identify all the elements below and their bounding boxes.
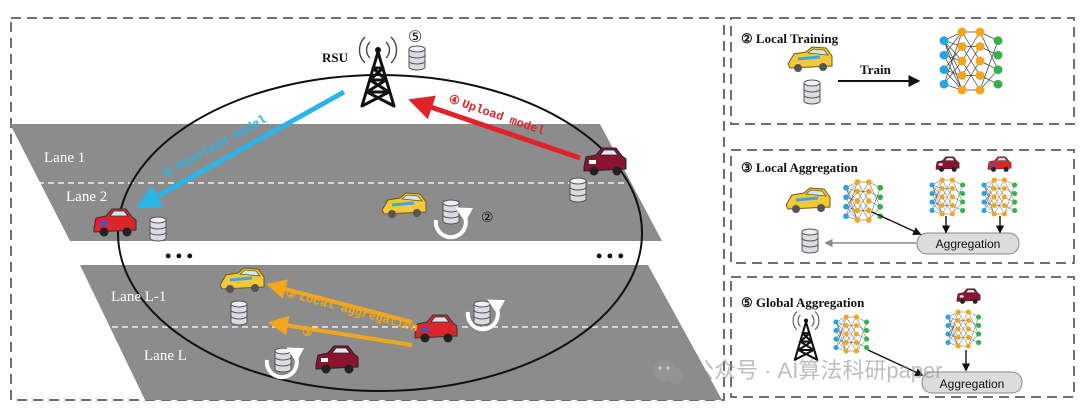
global-aggregation-box-label: Aggregation	[940, 377, 1005, 391]
global-car-icon	[956, 288, 981, 305]
rsu-step-badge: ⑤	[408, 29, 422, 46]
global-model-neural-net-icon	[833, 314, 870, 354]
rear-vehicle-database-icon	[274, 347, 292, 373]
neighbor-car-2-icon	[987, 156, 1012, 173]
local-aggregation-car-icon	[784, 186, 832, 215]
local-aggregation-database-icon	[801, 228, 819, 254]
sending-vehicle-database-icon	[473, 300, 491, 326]
local-aggregation-panel	[730, 149, 1075, 264]
upload-step-badge: ④	[447, 93, 462, 110]
local-training-neural-net-icon	[938, 26, 1004, 96]
upload-model-arrow	[408, 95, 581, 161]
vehicle-model-neural-net-icon	[945, 309, 982, 349]
v2v-arrow	[268, 315, 413, 347]
rsu-database-icon	[408, 45, 426, 71]
global-rsu-tower-icon	[791, 310, 821, 361]
watermark-text: 公众号 · AI算法科研paper	[692, 358, 943, 383]
watermark: 公众号 · AI算法科研paper	[653, 358, 943, 384]
local-aggregation-arrow	[266, 279, 413, 324]
local-aggregation-step-badge: ③	[284, 286, 298, 302]
lane-1-label: Lane 1	[44, 150, 85, 166]
local-aggregation-title: ③ Local Aggregation	[741, 160, 859, 175]
train-label: Train	[860, 62, 892, 77]
download-model-arrow	[135, 89, 346, 209]
lane-l-label: Lane L	[144, 348, 187, 364]
local-training-database-icon	[803, 79, 821, 105]
local-aggregation-box-label: Aggregation	[936, 237, 1001, 251]
global-aggregation-title: ⑤ Global Aggregation	[741, 295, 865, 310]
local-aggregation-box	[916, 232, 1020, 255]
rsu-tower-icon	[357, 35, 399, 108]
uploading-vehicle-database-icon	[569, 177, 587, 203]
neighbor-model-2-neural-net-icon	[981, 177, 1018, 217]
lane-l-1-label: Lane L-1	[111, 289, 166, 305]
lane-2-label: Lane 2	[66, 189, 107, 205]
lane-ellipsis-right: • • •	[596, 246, 624, 266]
local-training-car-icon	[786, 45, 834, 74]
aggregating-vehicle-database-icon	[230, 300, 248, 326]
neighbor-model-1-neural-net-icon	[929, 177, 966, 217]
training-step-badge: ②	[481, 211, 494, 226]
global-aggregation-panel	[730, 276, 1075, 398]
own-model-neural-net-icon	[842, 178, 884, 224]
local-training-title: ② Local Training	[741, 31, 839, 46]
own-model-to-aggregation-arrow	[871, 211, 922, 236]
v2v-step-badge: ③	[302, 326, 313, 340]
upper-road	[10, 124, 662, 241]
global-model-to-aggregation-arrow	[867, 349, 924, 376]
neighbor-car-1-icon	[935, 156, 960, 173]
downloading-vehicle-database-icon	[149, 216, 167, 242]
rsu-label: RSU	[322, 50, 349, 65]
global-aggregation-box	[921, 371, 1023, 394]
training-vehicle-database-icon	[442, 199, 460, 225]
lane-ellipsis-left: • • •	[165, 246, 193, 266]
scene-frame	[10, 17, 725, 401]
